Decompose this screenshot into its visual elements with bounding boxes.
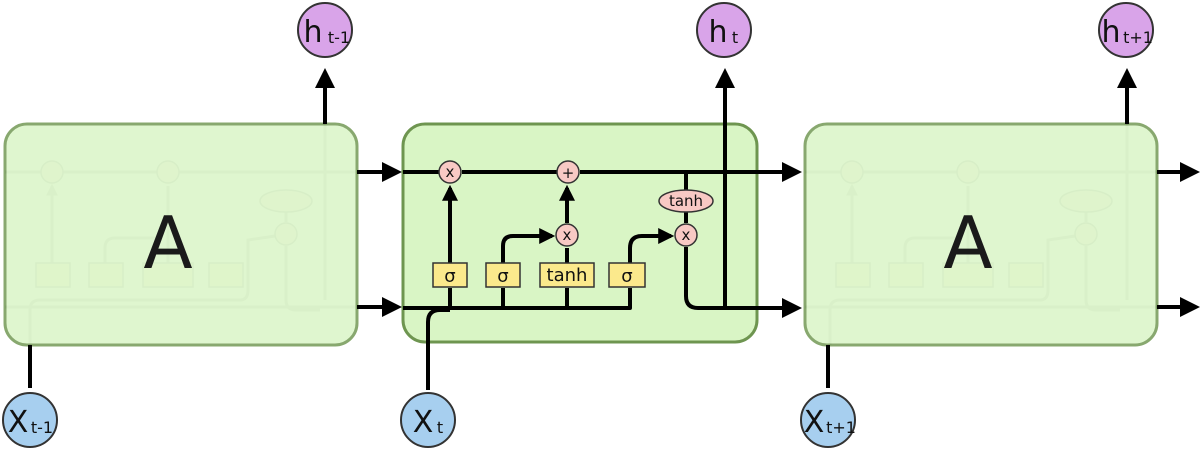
forget-gate-sigma: [432, 262, 468, 288]
output-node-left-circle: [297, 2, 353, 58]
input-gate-label: σ: [497, 266, 508, 287]
input-node-left-circle: [2, 392, 58, 448]
input-node-middle-sub: t: [437, 418, 443, 437]
candidate-tanh-gate: [539, 262, 595, 288]
input-node-right-main: X: [804, 405, 825, 440]
input-node-middle-circle: [400, 392, 456, 448]
forget-multiply-label: x: [446, 163, 455, 181]
input-node-middle-main: X: [413, 405, 434, 440]
cell-right-label: A: [943, 201, 992, 285]
xt-input-line: [426, 308, 450, 390]
forget-gate-label: σ: [444, 266, 455, 287]
output-node-left-sub: t-1: [328, 28, 350, 47]
cell-left: A: [3, 122, 359, 347]
output-node-left: h t-1: [297, 2, 353, 58]
input-gate-out-arrow: [501, 228, 556, 263]
cell-left-label: A: [143, 201, 192, 285]
output-gate-out-arrow: [628, 228, 675, 263]
output-node-middle-main: h: [708, 15, 727, 50]
hidden-bus-line: [403, 288, 632, 310]
input-gate-sigma: [485, 262, 521, 288]
cell-add-op: [556, 160, 580, 184]
input-node-right: X t+1: [800, 392, 856, 448]
input-multiply-op: [555, 223, 579, 247]
input-node-middle: X t: [400, 392, 456, 448]
output-tanh-label: tanh: [669, 192, 703, 210]
output-multiply-op: [674, 223, 698, 247]
input-node-left-sub: t-1: [31, 418, 53, 437]
cell-right: A: [803, 122, 1159, 347]
output-tanh-op: [658, 189, 714, 213]
output-gate-sigma: [608, 262, 646, 288]
output-node-middle: h t: [696, 2, 752, 58]
output-node-right-circle: [1098, 2, 1154, 58]
candidate-tanh-label: tanh: [547, 265, 588, 286]
cell-middle: σ σ tanh x σ tanh x x +: [401, 68, 802, 390]
output-multiply-label: x: [682, 226, 691, 244]
output-node-left-main: h: [303, 15, 322, 50]
output-node-right-main: h: [1101, 15, 1120, 50]
input-node-right-circle: [800, 392, 856, 448]
cell-left-box: [3, 122, 359, 347]
output-gate-label: σ: [621, 266, 632, 287]
input-node-right-sub: t+1: [826, 418, 856, 437]
output-node-right-sub: t+1: [1123, 28, 1153, 47]
input-multiply-label: x: [563, 226, 572, 244]
forget-multiply-op: [438, 160, 462, 184]
cell-add-label: +: [562, 164, 575, 182]
input-node-left: X t-1: [2, 392, 58, 448]
output-node-middle-sub: t: [732, 28, 738, 47]
input-node-left-main: X: [8, 405, 29, 440]
hidden-state-out-arrow: [684, 247, 802, 318]
output-node-right: h t+1: [1098, 2, 1154, 58]
cell-right-box: [803, 122, 1159, 347]
output-node-middle-circle: [696, 2, 752, 58]
